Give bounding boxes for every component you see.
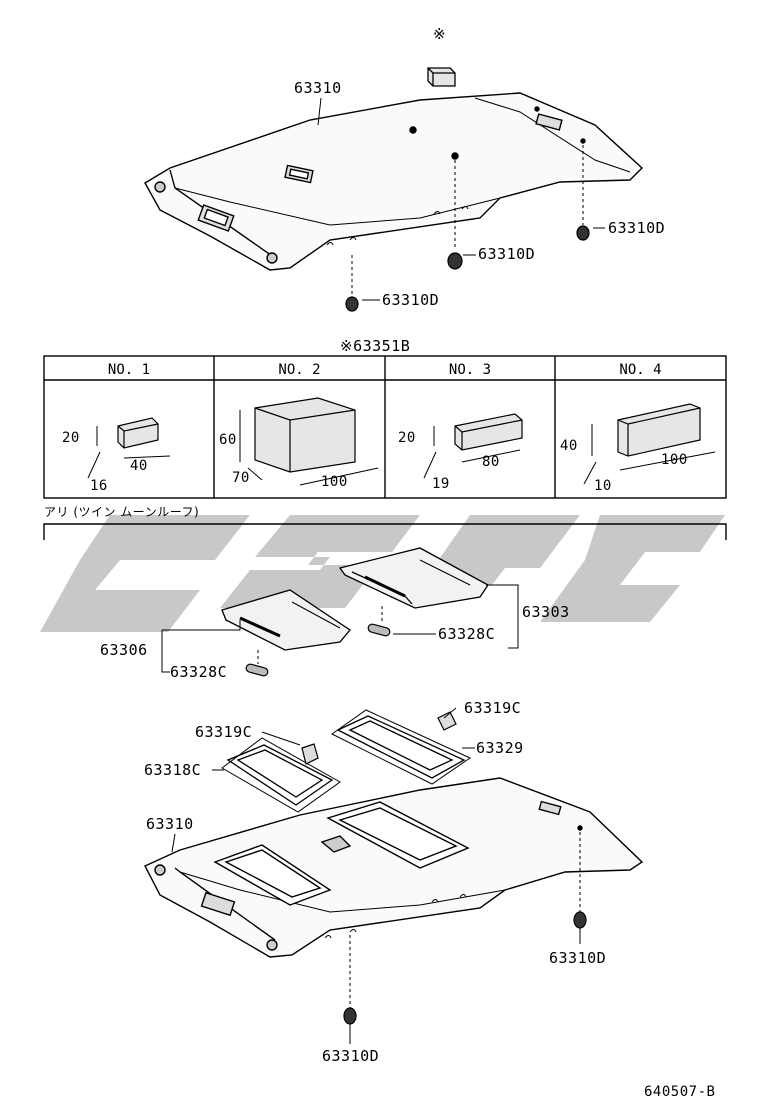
part-label-headlining-bottom: 63310	[146, 815, 194, 833]
frame-rear	[221, 737, 341, 813]
diagram-code: 640507-B	[644, 1084, 716, 1100]
part-label-clip-right-bottom: 63310D	[549, 949, 607, 967]
leader-lines-top	[317, 97, 605, 301]
frame-front	[331, 709, 472, 785]
clip-icons-top	[345, 225, 590, 312]
part-label-sunshade-rear: 63306	[100, 641, 148, 659]
handle-icons	[245, 623, 391, 677]
block-drawing-no2	[239, 397, 379, 486]
dim-no4-depth: 10	[594, 478, 612, 494]
part-label-handle-front: 63328C	[438, 625, 496, 643]
dim-no3-height: 20	[398, 430, 416, 446]
clip-icons-bottom	[343, 911, 587, 1025]
dim-no4-height: 40	[560, 438, 578, 454]
table-title: ※63351B	[340, 337, 411, 355]
stopper-icons	[301, 711, 457, 765]
headlining-bottom	[144, 777, 644, 958]
dim-no4-width: 100	[661, 452, 688, 468]
table-header-no3: NO. 3	[448, 362, 492, 378]
watermark-logo	[40, 515, 725, 632]
headlining-top	[144, 92, 644, 271]
dim-no1-height: 20	[62, 430, 80, 446]
table-header-no4: NO. 4	[619, 362, 662, 378]
dim-no3-width: 80	[482, 454, 500, 470]
leader-lines-middle	[161, 584, 519, 673]
sunshade-rear	[221, 589, 351, 651]
filler-block-top	[427, 67, 456, 87]
sunshade-front	[338, 547, 489, 609]
note-mark-top: ※	[433, 25, 447, 43]
table-header-no2: NO. 2	[278, 362, 321, 378]
dim-no1-width: 40	[130, 458, 148, 474]
part-label-clip-bottom: 63310D	[322, 1047, 380, 1065]
part-label-stopper-left: 63319C	[195, 723, 253, 741]
part-label-stopper-right: 63319C	[464, 699, 522, 717]
leader-lines-bottom	[171, 707, 581, 1044]
part-label-headlining-top: 63310	[294, 79, 342, 97]
part-label-sunshade-front: 63303	[522, 603, 570, 621]
part-label-handle-rear: 63328C	[170, 663, 228, 681]
section-title: アリ (ツイン ムーンルーフ)	[44, 505, 200, 519]
dim-no2-depth: 70	[232, 470, 250, 486]
dim-no3-depth: 19	[432, 476, 450, 492]
part-label-clip-right-top: 63310D	[608, 219, 666, 237]
part-label-frame-rear: 63318C	[144, 761, 202, 779]
dim-no1-depth: 16	[90, 478, 108, 494]
block-drawing-no3	[423, 413, 523, 479]
dim-no2-height: 60	[219, 432, 237, 448]
table-header-no1: NO. 1	[107, 362, 151, 378]
dim-no2-width: 100	[321, 474, 348, 490]
part-label-frame-front: 63329	[476, 739, 524, 757]
size-table-frame	[43, 355, 727, 499]
part-label-clip-bottom-top: 63310D	[382, 291, 440, 309]
part-label-clip-middle-top: 63310D	[478, 245, 536, 263]
block-drawing-no4	[583, 403, 716, 485]
section-bracket	[43, 523, 727, 540]
block-drawing-no1	[87, 417, 171, 479]
